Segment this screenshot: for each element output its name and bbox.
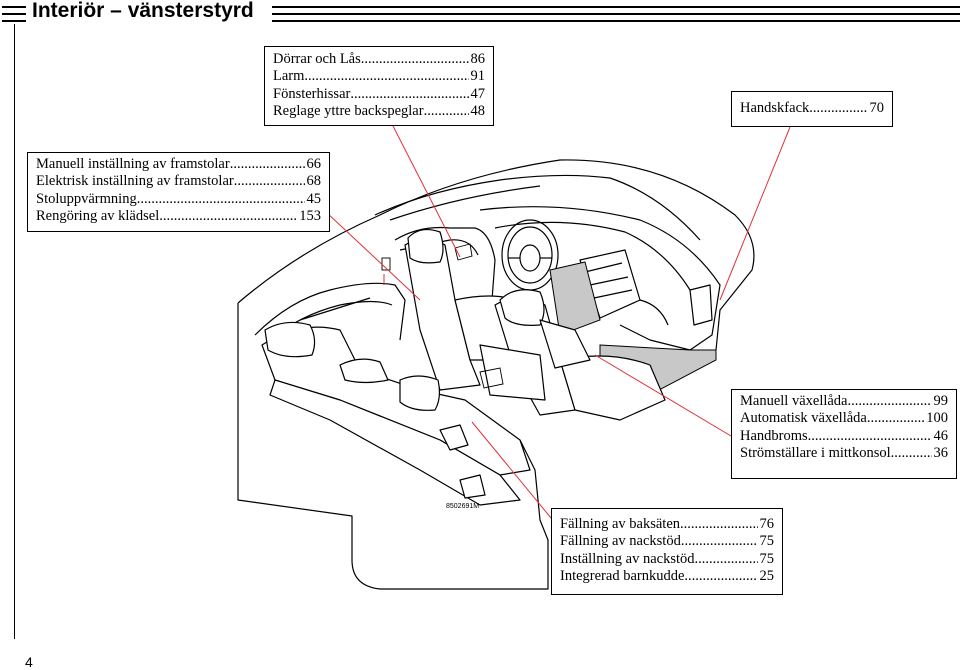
index-entry: Inställning av nackstöd 75 [560, 551, 774, 568]
entry-label: Handskfack [740, 100, 810, 116]
entry-page: 75 [759, 533, 775, 550]
entry-label: Fällning av nackstöd [560, 533, 681, 550]
callout-box-console: Manuell växellåda 99 Automatisk växellåda… [731, 389, 957, 479]
entry-page: 36 [933, 445, 949, 462]
entry-page: 99 [933, 393, 949, 409]
callout-box-doors: Dörrar och Lås86 Larm91 Fönsterhissar47 … [264, 46, 494, 126]
entry-label: Elektrisk inställning av framstolar [36, 173, 234, 190]
entry-page: 70 [869, 100, 885, 116]
entry-label: Integrerad barnkudde [560, 568, 685, 585]
entry-page: 153 [299, 208, 321, 225]
entry-label: Strömställare i mittkonsol [740, 445, 891, 462]
entry-label: Handbroms [740, 427, 808, 444]
index-entry: Automatisk växellåda 100 [740, 410, 948, 427]
entry-page: 68 [306, 173, 322, 190]
entry-label: Stoluppvärmning [36, 190, 137, 207]
entry-page: 47 [470, 85, 486, 102]
entry-label: Manuell inställning av framstolar [36, 156, 230, 172]
entry-page: 48 [470, 103, 486, 120]
entry-page: 75 [759, 550, 775, 567]
index-entry: Fönsterhissar 47 [273, 86, 485, 103]
index-entry: Reglage yttre backspeglar 48 [273, 103, 485, 120]
entry-page: 46 [933, 427, 949, 444]
margin-rule [14, 24, 15, 639]
entry-page: 66 [306, 156, 322, 172]
index-entry: Fällning av nackstöd 75 [560, 533, 774, 550]
page-number: 4 [25, 654, 33, 670]
callout-box-seats: Manuell inställning av framstolar 66 Elek… [27, 152, 330, 232]
illustration-code: 8502691M [446, 503, 480, 510]
page-title: Interiör – vänsterstyrd [32, 0, 254, 22]
entry-page: 76 [759, 516, 775, 532]
entry-label: Automatisk växellåda [740, 410, 867, 427]
index-entry: Larm 91 [273, 68, 485, 85]
index-entry: Elektrisk inställning av framstolar 68 [36, 173, 321, 190]
index-entry: Handskfack 70 [740, 100, 884, 117]
entry-label: Inställning av nackstöd [560, 550, 695, 567]
entry-page: 100 [926, 410, 948, 427]
index-entry: Manuell växellåda 99 [740, 393, 948, 410]
entry-page: 86 [470, 51, 486, 67]
entry-label: Larm [273, 68, 305, 85]
callout-box-glovebox: Handskfack 70 [731, 91, 893, 127]
index-entry: Fällning av baksäten 76 [560, 516, 774, 533]
header-rule-left [2, 6, 26, 22]
entry-label: Manuell växellåda [740, 393, 848, 409]
index-entry: Rengöring av klädsel 153 [36, 208, 321, 225]
entry-label: Reglage yttre backspeglar [273, 103, 424, 120]
entry-page: 91 [470, 68, 486, 85]
entry-label: Fällning av baksäten [560, 516, 681, 532]
index-entry: Dörrar och Lås 86 [273, 51, 485, 68]
index-entry: Strömställare i mittkonsol 36 [740, 445, 948, 462]
index-entry: Manuell inställning av framstolar 66 [36, 156, 321, 173]
entry-page: 25 [759, 568, 775, 585]
entry-label: Dörrar och Lås [273, 51, 361, 67]
entry-label: Fönsterhissar [273, 85, 351, 102]
callout-box-rear-seats: Fällning av baksäten 76 Fällning av nacks… [551, 508, 783, 595]
entry-page: 45 [306, 190, 322, 207]
header-rule-right [272, 6, 960, 22]
page-header: Interiör – vänsterstyrd [0, 0, 960, 24]
index-entry: Stoluppvärmning 45 [36, 191, 321, 208]
index-entry: Integrerad barnkudde 25 [560, 568, 774, 585]
entry-label: Rengöring av klädsel [36, 208, 160, 225]
index-entry: Handbroms 46 [740, 428, 948, 445]
